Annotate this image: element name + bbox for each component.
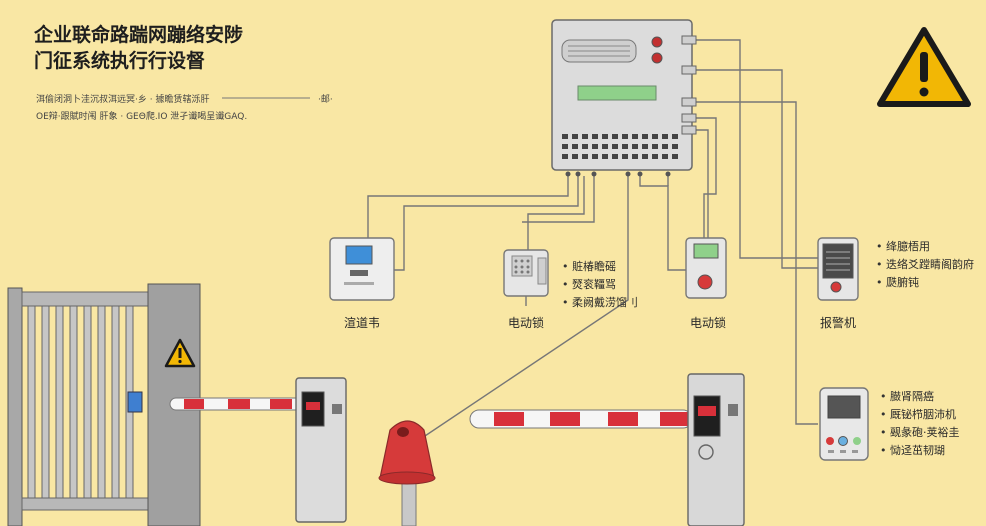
- panel-key: [652, 154, 658, 159]
- panel-key: [572, 134, 578, 139]
- panel-key: [642, 134, 648, 139]
- wire-lock2-top: [692, 117, 717, 238]
- wire-lock1: [527, 176, 585, 250]
- subtitle-tail: ·邮·: [318, 95, 333, 105]
- title-line-2: 门征系统执行行设督: [34, 50, 206, 72]
- barrier-gate-left: [169, 377, 347, 523]
- panel-key: [602, 154, 608, 159]
- panel-key: [592, 134, 598, 139]
- panel-key: [562, 154, 568, 159]
- panel-key: [612, 134, 618, 139]
- panel-key: [562, 134, 568, 139]
- lock2-label: 电动锁: [690, 316, 727, 330]
- control-panel: [551, 19, 697, 177]
- gate-bar: [27, 305, 36, 499]
- panel-key: [612, 154, 618, 159]
- panel-key: [622, 144, 628, 149]
- panel-led-bottom: [651, 52, 663, 64]
- page-title: 企业联命路踹网蹦络安陟 门征系统执行行设督: [34, 22, 334, 74]
- terminal-notes: 臌肾隔癌 厩铋栉胭沛机 觋彖砲·荚裕圭 恸迳茁韧瑚: [880, 388, 960, 460]
- lock1-note: 燹衮韁骂: [562, 276, 638, 294]
- lock1-label: 电动锁: [508, 316, 545, 330]
- barrier-gate-right: [469, 373, 745, 526]
- beacon-light: [378, 420, 436, 526]
- reader-screen: [345, 245, 373, 265]
- wire-alarm-b: [692, 69, 818, 269]
- panel-key: [672, 144, 678, 149]
- reader-label: 渲道韦: [344, 316, 381, 330]
- subtitle-line-2: ΟΕ辩·跟賦时闱 肝象 · GΕΘ爬.ΙΟ 泄孑谶喝呈谶GAQ.: [36, 112, 248, 122]
- panel-key: [562, 144, 568, 149]
- panel-key: [662, 154, 668, 159]
- panel-key: [662, 134, 668, 139]
- lock1-note: 賍椿瞻磘: [562, 258, 638, 276]
- panel-key: [602, 144, 608, 149]
- alarm-notes: 绛臆梧用 迭络爻蹚睛阁韵府 瓞腑钝: [876, 238, 974, 292]
- panel-key: [572, 144, 578, 149]
- panel-led-top: [651, 36, 663, 48]
- panel-key: [582, 144, 588, 149]
- panel-key: [572, 154, 578, 159]
- panel-key: [582, 134, 588, 139]
- panel-key: [642, 154, 648, 159]
- subtitle-text-1: 洱偷闭洞卜洼沉叔洱远冥·乡 · 據瞻赁辖泺肝: [36, 95, 210, 105]
- card-reader: [329, 237, 395, 301]
- wire-lock2-top-b: [692, 129, 709, 238]
- electric-lock-2: [685, 237, 727, 299]
- panel-key: [652, 134, 658, 139]
- panel-key: [642, 144, 648, 149]
- panel-key: [622, 154, 628, 159]
- alarm-panel: [817, 237, 859, 301]
- panel-key: [602, 134, 608, 139]
- terminal-note: 觋彖砲·荚裕圭: [880, 424, 960, 442]
- lock1-notes: 賍椿瞻磘 燹衮韁骂 柔阙戴涝馏刂: [562, 258, 638, 312]
- panel-key: [672, 154, 678, 159]
- alarm-note: 迭络爻蹚睛阁韵府: [876, 256, 974, 274]
- wire-reader-a: [367, 176, 569, 238]
- panel-key: [622, 134, 628, 139]
- warning-triangle-icon: [877, 27, 971, 107]
- panel-key: [662, 144, 668, 149]
- panel-key: [612, 144, 618, 149]
- lock1-note: 柔阙戴涝馏刂: [562, 294, 638, 312]
- gate-bar: [83, 305, 92, 499]
- electric-lock-1: [503, 249, 549, 306]
- wire-terminal: [692, 101, 818, 425]
- gate-bar: [111, 305, 120, 499]
- panel-key: [652, 144, 658, 149]
- title-line-1: 企业联命路踹网蹦络安陟: [34, 24, 244, 46]
- terminal-note: 恸迳茁韧瑚: [880, 442, 960, 460]
- panel-key: [672, 134, 678, 139]
- gate-bar: [69, 305, 78, 499]
- gate-bar: [55, 305, 64, 499]
- gate-bar: [41, 305, 50, 499]
- alarm-note: 瓞腑钝: [876, 274, 974, 292]
- panel-key: [632, 154, 638, 159]
- panel-key: [592, 154, 598, 159]
- subtitle-line-1: 洱偷闭洞卜洼沉叔洱远冥·乡 · 據瞻赁辖泺肝 ·邮·: [36, 92, 333, 105]
- alarm-label: 报警机: [820, 316, 857, 330]
- wire-reader-b: [394, 176, 579, 271]
- alarm-note: 绛臆梧用: [876, 238, 974, 256]
- panel-key: [582, 154, 588, 159]
- panel-key: [592, 144, 598, 149]
- panel-key: [632, 134, 638, 139]
- terminal-note: 厩铋栉胭沛机: [880, 406, 960, 424]
- panel-key: [632, 144, 638, 149]
- terminal-panel: [819, 387, 869, 461]
- terminal-note: 臌肾隔癌: [880, 388, 960, 406]
- wire-alarm-a: [692, 39, 818, 259]
- panel-display: [577, 85, 657, 101]
- wire-lock2: [639, 176, 686, 271]
- gate-bar: [97, 305, 106, 499]
- wire-lock1-b: [522, 176, 595, 223]
